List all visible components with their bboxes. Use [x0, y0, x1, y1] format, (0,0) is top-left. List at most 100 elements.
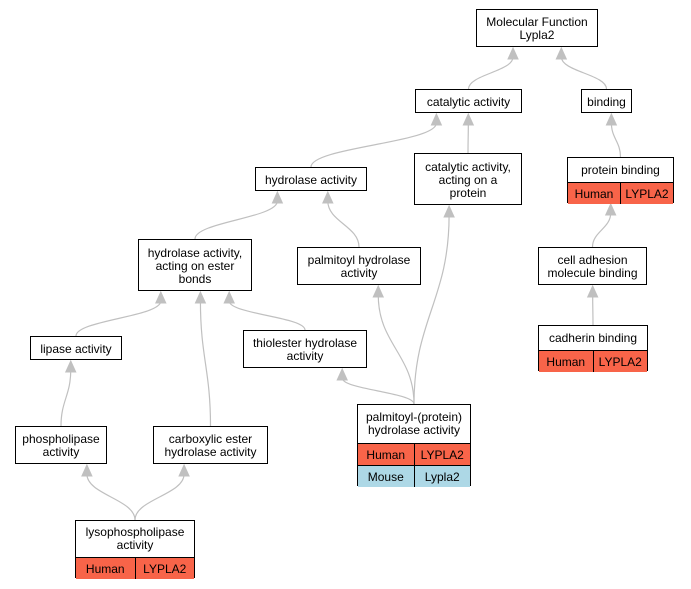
annotation-row[interactable]: Human LYPLA2: [539, 350, 647, 372]
edge-binding-to-mf-root: [560, 56, 608, 90]
edge-arrowhead: [336, 367, 348, 381]
go-term-label-line: Lypla2: [519, 28, 555, 42]
go-term-label: binding: [582, 90, 631, 114]
go-term-label-line: cell adhesion: [557, 253, 628, 267]
go-term-binding[interactable]: binding: [581, 89, 632, 113]
go-term-label-line: lysophospholipase: [85, 525, 185, 539]
go-term-label: protein binding: [568, 158, 673, 182]
go-term-label: catalytic activity: [416, 90, 521, 114]
go-term-label: hydrolase activity: [256, 168, 366, 192]
edge-carboxylic-ester-to-hydrolase-ester: [199, 300, 212, 427]
go-term-label-lines: cadherin binding: [548, 330, 638, 345]
go-term-label-line: binding: [587, 94, 626, 109]
go-term-label-line: activity: [286, 349, 324, 363]
go-term-label-line: carboxylic ester: [168, 432, 253, 446]
go-term-label-line: thiolester hydrolase: [252, 336, 358, 350]
edge-arrowhead: [155, 290, 167, 304]
annotation-species: Mouse: [367, 469, 404, 484]
go-term-label: cadherin binding: [539, 326, 647, 350]
annotation-row[interactable]: Human LYPLA2: [568, 182, 673, 204]
edge-arrowhead: [372, 284, 385, 298]
go-term-lipase-activity[interactable]: lipase activity: [30, 336, 122, 360]
edge-arrowhead: [605, 112, 618, 126]
annotation-species: Human: [546, 354, 586, 369]
go-term-catalytic-activity[interactable]: catalytic activity: [415, 89, 522, 113]
go-term-label-line: catalytic activity: [426, 94, 511, 109]
edge-arrowhead: [462, 112, 475, 126]
annotation-species: Human: [574, 186, 614, 201]
go-term-hydrolase-activity[interactable]: hydrolase activity: [255, 167, 367, 191]
go-term-label-line: catalytic activity,: [425, 159, 511, 174]
edge-arrowhead: [81, 463, 93, 477]
go-term-label-line: palmitoyl-(protein): [365, 410, 463, 424]
go-term-label-line: phospholipase: [22, 432, 100, 446]
edge-hydrolase-ester-to-hydrolase-activity: [194, 200, 278, 240]
edge-arrowhead: [223, 290, 235, 304]
go-term-label-line: activity: [340, 266, 378, 280]
annotation-gene: LYPLA2: [134, 558, 195, 579]
go-term-label-line: hydrolase activity,: [147, 245, 243, 260]
go-term-label-lines: lipase activity: [40, 342, 111, 356]
edge-lysophospholipase-to-carboxylic-ester: [134, 473, 185, 521]
go-term-label-line: activity: [116, 538, 154, 552]
annotation-gene: LYPLA2: [592, 351, 648, 372]
edge-arrowhead: [604, 202, 617, 216]
edge-arrowhead: [178, 463, 190, 477]
go-term-label-line: hydrolase activity: [264, 172, 358, 187]
edge-hydrolase-activity-to-catalytic-activity: [310, 122, 437, 168]
go-term-label-line: bonds: [178, 271, 212, 286]
edge-arrowhead: [507, 46, 519, 60]
go-term-label-lines: binding: [587, 94, 626, 109]
go-term-label-line: hydrolase activity: [164, 445, 257, 459]
go-term-label-line: cadherin binding: [548, 330, 638, 345]
edge-arrowhead: [64, 359, 77, 373]
go-term-label-line: palmitoyl hydrolase: [307, 253, 411, 267]
annotation-species: Human: [366, 447, 406, 462]
annotation-gene: LYPLA2: [620, 183, 673, 204]
go-term-label-line: protein: [449, 185, 487, 200]
edge-arrowhead: [194, 290, 207, 304]
go-term-label-lines: hydrolase activity: [264, 172, 358, 187]
edge-protein-binding-to-binding: [610, 122, 622, 158]
go-term-label-line: molecule binding: [547, 266, 638, 280]
edge-palmitoyl-hydrolase-to-hydrolase-activity: [327, 200, 360, 248]
edge-palmitoyl-protein-to-catalytic-protein: [413, 214, 450, 405]
edge-arrowhead: [586, 284, 599, 298]
edge-palmitoyl-protein-to-palmitoyl-hydrolase: [377, 294, 415, 405]
go-term-label-lines: catalytic activity: [426, 94, 511, 109]
edge-phospholipase-to-lipase-activity: [60, 369, 72, 427]
go-term-label-line: acting on ester: [155, 258, 235, 273]
edge-thiolester-hydrolase-to-hydrolase-ester: [228, 300, 306, 331]
edge-lipase-activity-to-hydrolase-ester: [75, 300, 162, 337]
